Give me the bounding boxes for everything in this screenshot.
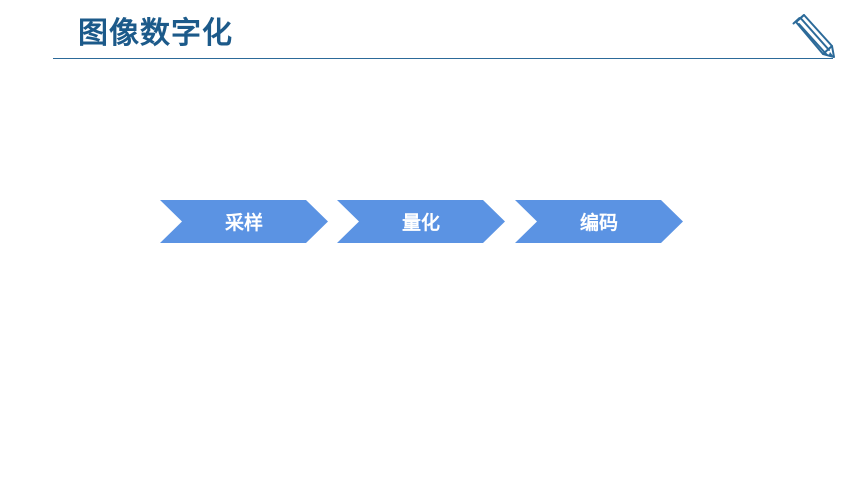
title-underline (53, 58, 833, 59)
step-label: 采样 (224, 212, 263, 234)
step-label: 编码 (579, 212, 618, 234)
chevron-step-sampling: 采样 (160, 200, 328, 243)
slide-title: 图像数字化 (78, 16, 233, 51)
chevron-step-encoding: 编码 (515, 200, 683, 243)
pencil-icon (792, 14, 835, 58)
step-label: 量化 (401, 212, 440, 234)
chevron-step-quantization: 量化 (337, 200, 505, 243)
